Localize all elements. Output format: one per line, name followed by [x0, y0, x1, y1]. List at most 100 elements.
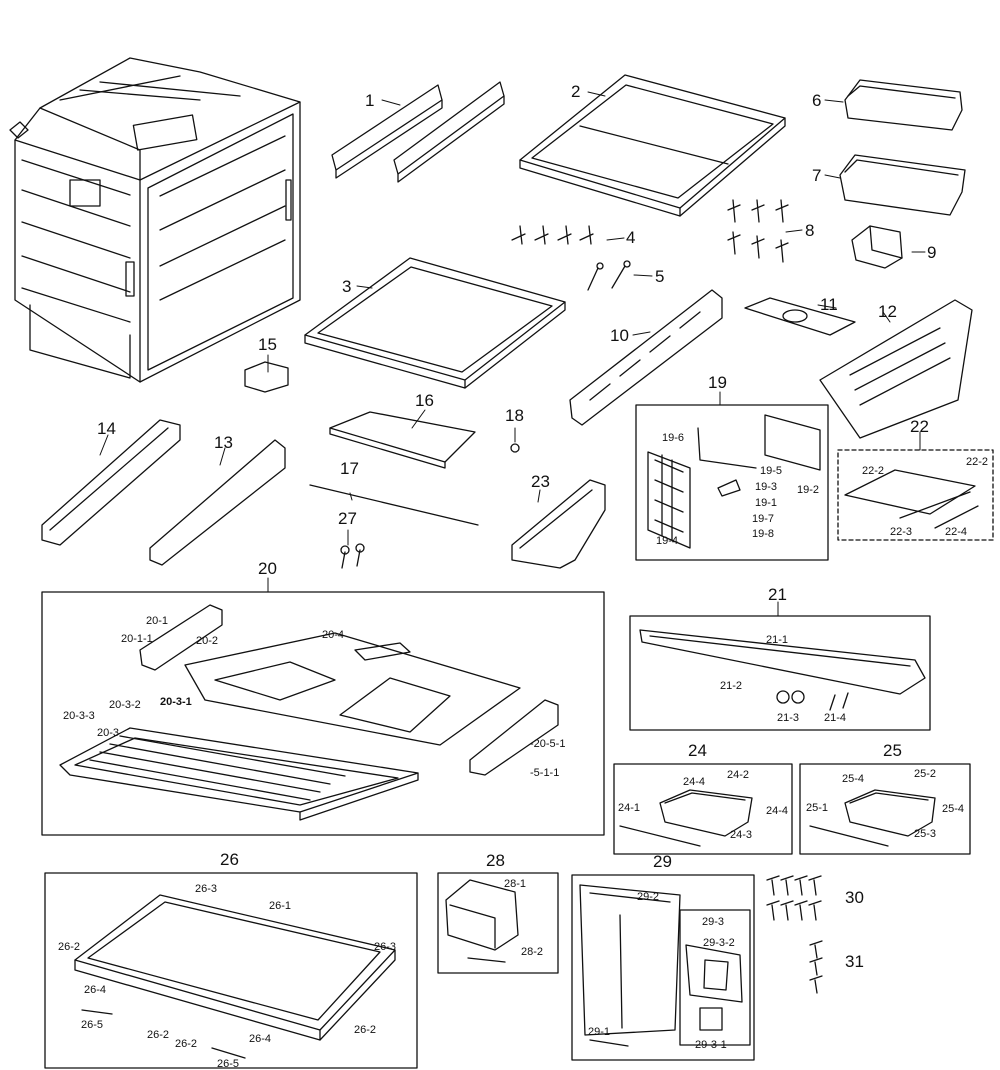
part-31-screws — [809, 940, 823, 994]
label-20-1: 20-1 — [146, 615, 169, 627]
assembly-20-box — [41, 591, 605, 836]
label-part-16: 16 — [415, 391, 434, 410]
label-26-2-left: 26-2 — [58, 941, 81, 953]
label-20-4: 20-4 — [322, 629, 345, 641]
label-20-1-1: 20-1-1 — [121, 633, 153, 645]
label-part-15: 15 — [258, 335, 277, 354]
label-28-2: 28-2 — [521, 946, 544, 958]
label-22-2-right: 22-2 — [966, 456, 989, 468]
label-part-7: 7 — [812, 166, 822, 185]
label-part-2: 2 — [571, 82, 581, 101]
label-20-3-1: 20-3-1 — [160, 696, 192, 708]
label-part-29: 29 — [653, 852, 672, 871]
part-11-cover — [744, 297, 856, 336]
label-part-28: 28 — [486, 851, 505, 870]
label-part-24: 24 — [688, 741, 707, 760]
label-19-7: 19-7 — [752, 513, 775, 525]
label-22-2-left: 22-2 — [862, 465, 885, 477]
label-29-3-2: 29-3-2 — [703, 937, 735, 949]
assembly-22-box — [837, 449, 994, 541]
label-part-17: 17 — [340, 459, 359, 478]
part-27-screws — [340, 543, 365, 569]
label-19-8: 19-8 — [752, 528, 775, 540]
label-part-27: 27 — [338, 509, 357, 528]
label-28-1: 28-1 — [504, 878, 527, 890]
part-2-shelf — [519, 74, 786, 217]
label-25-3: 25-3 — [914, 828, 937, 840]
label-25-4-top: 25-4 — [842, 773, 865, 785]
label-26-4-left: 26-4 — [84, 984, 107, 996]
label-24-3: 24-3 — [730, 829, 753, 841]
label-part-4: 4 — [626, 228, 636, 247]
assembly-29-box — [571, 874, 755, 1061]
label-24-4-top: 24-4 — [683, 776, 706, 788]
label-26-5-left: 26-5 — [81, 1019, 104, 1031]
assembly-28-box — [437, 872, 559, 974]
part-16-cover — [329, 411, 476, 469]
label-29-2: 29-2 — [637, 891, 660, 903]
label-19-4: 19-4 — [656, 535, 679, 547]
label-part-6: 6 — [812, 91, 822, 110]
part-9-component — [851, 225, 903, 269]
label-20-3-2: 20-3-2 — [109, 699, 141, 711]
label-29-3: 29-3 — [702, 916, 725, 928]
label-part-14: 14 — [97, 419, 116, 438]
label-21-4: 21-4 — [824, 712, 847, 724]
part-1-rails — [331, 81, 505, 183]
label-part-18: 18 — [505, 406, 524, 425]
label-21-1: 21-1 — [766, 634, 789, 646]
label-20-2: 20-2 — [196, 635, 219, 647]
label-19-5: 19-5 — [760, 465, 783, 477]
label-21-3: 21-3 — [777, 712, 800, 724]
label-26-4-right: 26-4 — [249, 1033, 272, 1045]
part-14-rail — [41, 419, 181, 546]
assembly-21-box — [629, 615, 931, 731]
label-part-21: 21 — [768, 585, 787, 604]
label-part-12: 12 — [878, 302, 897, 321]
label-part-3: 3 — [342, 277, 352, 296]
refrigerator-cabinet — [9, 57, 301, 383]
label-26-2-right: 26-2 — [354, 1024, 377, 1036]
label-26-3-right: 26-3 — [374, 941, 397, 953]
label-26-2-mid-b: 26-2 — [175, 1038, 198, 1050]
label-22-4: 22-4 — [945, 526, 968, 538]
label-25-4-right: 25-4 — [942, 803, 965, 815]
part-17-strip — [309, 484, 479, 526]
part-30-screws — [766, 875, 822, 921]
part-8-screws — [727, 199, 789, 263]
label-20-5-1: -20-5-1 — [530, 738, 566, 750]
label-part-1: 1 — [365, 91, 375, 110]
label-part-20: 20 — [258, 559, 277, 578]
part-23-module — [511, 479, 606, 569]
label-part-19: 19 — [708, 373, 727, 392]
label-26-3-top: 26-3 — [195, 883, 218, 895]
assembly-26-box — [44, 872, 418, 1069]
label-part-8: 8 — [805, 221, 815, 240]
label-part-9: 9 — [927, 243, 937, 262]
label-25-2: 25-2 — [914, 768, 937, 780]
label-part-5: 5 — [655, 267, 665, 286]
assembly-24-box — [613, 763, 793, 855]
part-13-rail — [149, 439, 286, 566]
assembly-19-box — [635, 404, 829, 561]
label-26-5-right: 26-5 — [217, 1058, 240, 1070]
label-21-2: 21-2 — [720, 680, 743, 692]
label-19-2: 19-2 — [797, 484, 820, 496]
label-24-4-right: 24-4 — [766, 805, 789, 817]
part-7-bin — [839, 154, 966, 216]
label-26-1: 26-1 — [269, 900, 292, 912]
label-part-23: 23 — [531, 472, 550, 491]
part-3-shelf — [304, 257, 566, 389]
part-10-bracket — [569, 289, 723, 426]
label-part-11: 11 — [820, 295, 838, 314]
label-part-13: 13 — [214, 433, 233, 452]
label-22-3: 22-3 — [890, 526, 913, 538]
label-part-31: 31 — [845, 952, 864, 971]
part-6-bin — [844, 79, 963, 131]
label-part-30: 30 — [845, 888, 864, 907]
label-5-1-1: -5-1-1 — [530, 767, 560, 779]
label-24-2: 24-2 — [727, 769, 750, 781]
label-20-3-3: 20-3-3 — [63, 710, 95, 722]
part-18-screw — [510, 443, 520, 453]
